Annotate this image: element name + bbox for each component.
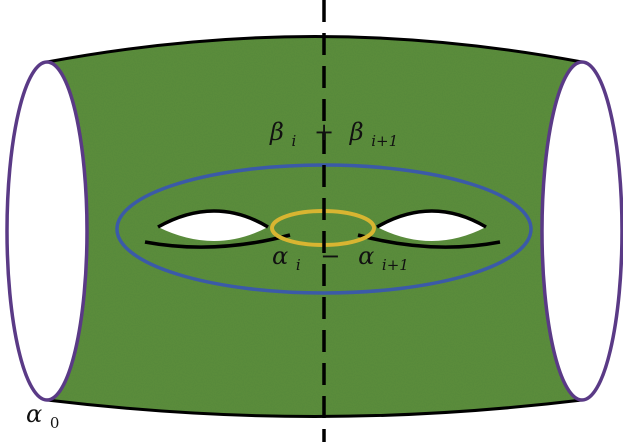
beta-i1-symbol: β xyxy=(349,118,364,146)
alpha0-symbol: α xyxy=(26,400,42,428)
beta-i-subscript: i xyxy=(292,132,297,150)
left-hole-upper-edge xyxy=(157,209,269,229)
right-hole-lower-edge xyxy=(357,233,501,249)
right-hole-upper-edge xyxy=(376,209,487,229)
top-edge xyxy=(46,35,583,64)
alpha-label: α i − α i+1 xyxy=(272,242,409,276)
right-boundary-ellipse xyxy=(540,60,623,402)
alpha0-subscript: 0 xyxy=(50,414,60,432)
alpha-i1-symbol: α xyxy=(358,242,374,270)
bottom-edge xyxy=(46,398,583,418)
alpha-minus-operator: − xyxy=(320,242,340,270)
beta-i-symbol: β xyxy=(269,118,284,146)
beta-plus-operator: + xyxy=(314,118,334,146)
beta-i1-subscript: i+1 xyxy=(371,132,398,150)
alpha-i-subscript: i xyxy=(296,256,301,274)
alpha0-label: α 0 xyxy=(26,400,59,432)
beta-label: β i + β i+1 xyxy=(269,118,398,152)
surface-body xyxy=(47,36,582,417)
left-hole xyxy=(158,211,268,241)
right-hole xyxy=(377,211,486,241)
alpha-i1-subscript: i+1 xyxy=(382,256,409,274)
left-hole-lower-edge xyxy=(144,233,291,249)
alpha-i-symbol: α xyxy=(272,242,288,270)
left-boundary-ellipse xyxy=(5,60,89,402)
